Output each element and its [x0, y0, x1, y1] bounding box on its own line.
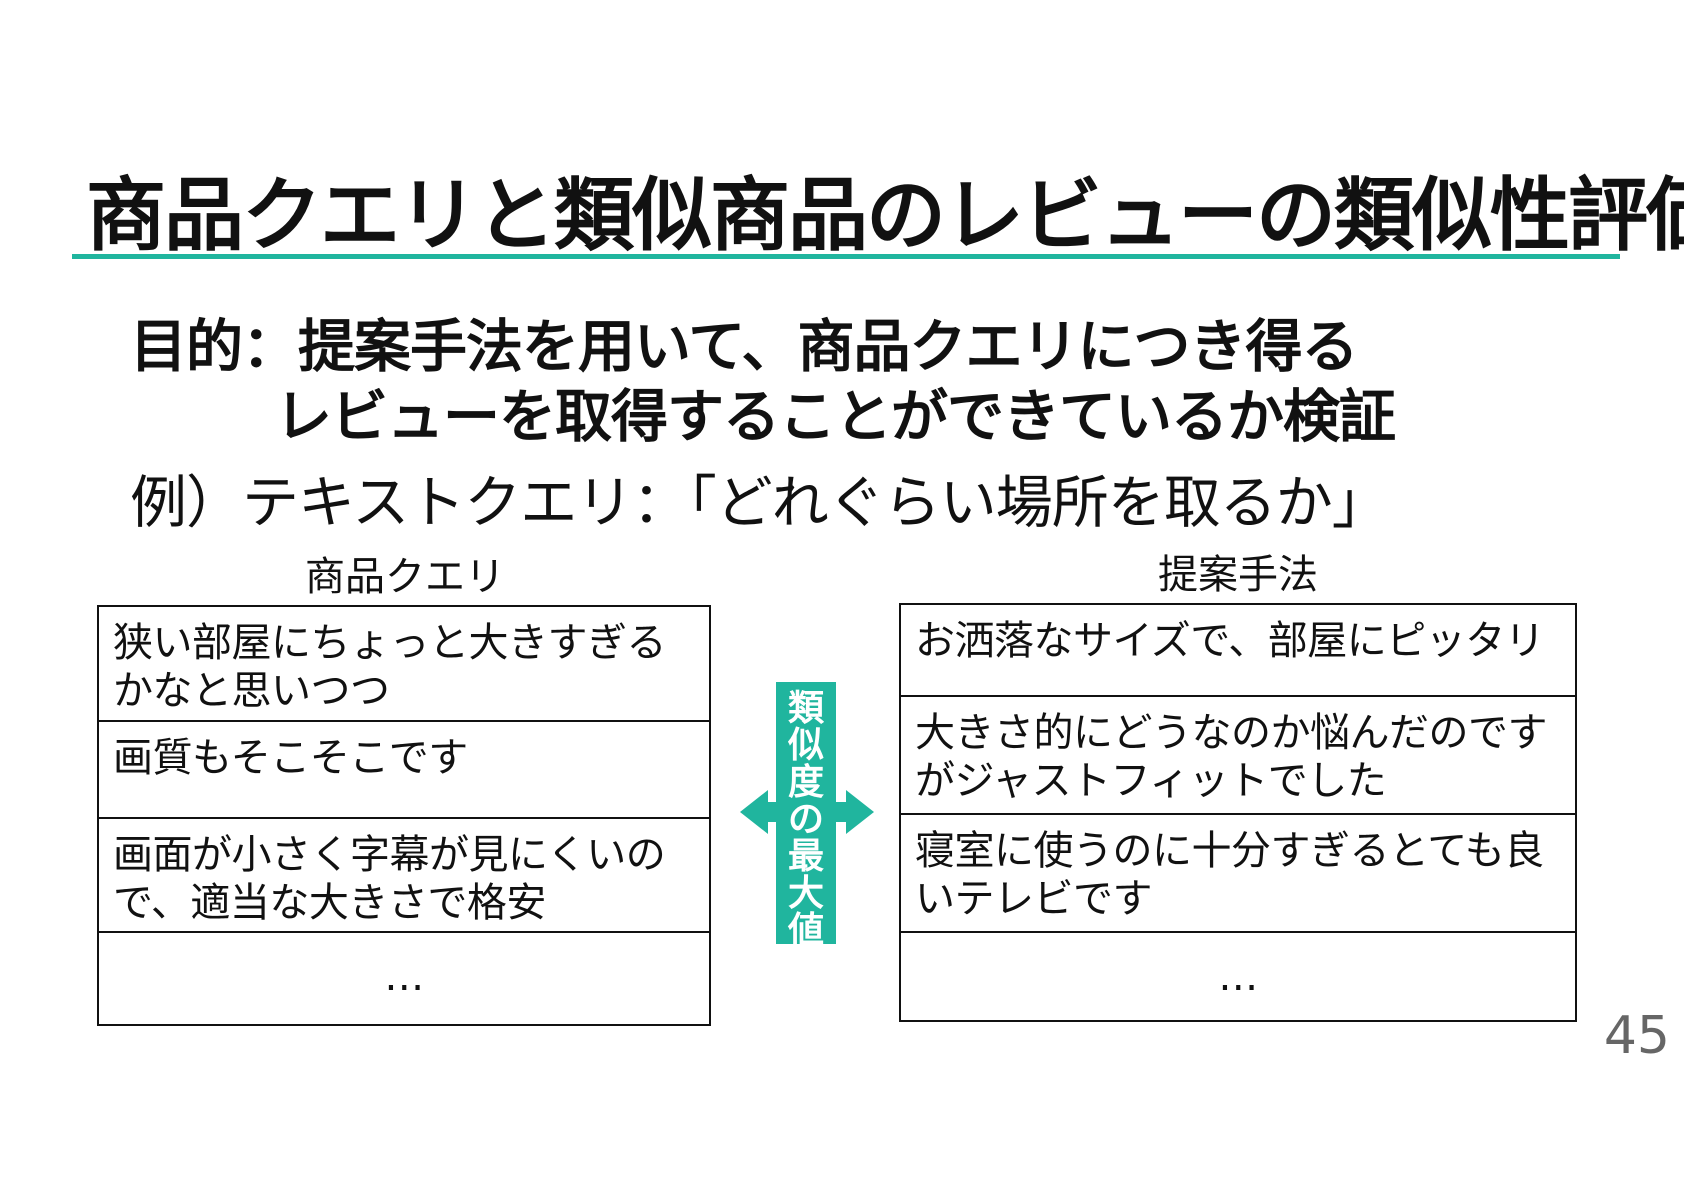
table-row-ellipsis: …: [1218, 954, 1258, 1000]
purpose-line-2: レビューを取得することができているか検証: [275, 384, 1396, 450]
similarity-label-char: 大: [787, 873, 824, 914]
table-row: 狭い部屋にちょっと大きすぎるかなと思いつつ: [99, 607, 709, 722]
proposed-method-table: お洒落なサイズで、部屋にピッタリ 大きさ的にどうなのか悩んだのですがジャストフィ…: [899, 603, 1577, 1022]
similarity-label-char: 類: [787, 688, 824, 729]
similarity-label-char: 度: [787, 762, 824, 803]
similarity-label-char: の: [787, 799, 824, 840]
similarity-label-char: 最: [787, 836, 824, 877]
product-query-table: 狭い部屋にちょっと大きすぎるかなと思いつつ 画質もそこそこです 画面が小さく字幕…: [97, 605, 711, 1026]
slide-title: 商品クエリと類似商品のレビューの類似性評価: [86, 169, 1684, 262]
table-row: 寝室に使うのに十分すぎるとても良いテレビです: [901, 815, 1575, 933]
title-underline: [72, 254, 1620, 259]
table-row: 大きさ的にどうなのか悩んだのですがジャストフィットでした: [901, 697, 1575, 815]
similarity-max-label: 類 似 度 の 最 大 値: [776, 682, 836, 949]
table-row: 画面が小さく字幕が見にくいので、適当な大きさで格安: [99, 819, 709, 933]
product-query-header: 商品クエリ: [305, 554, 505, 600]
purpose-line-1: 目的：提案手法を用いて、商品クエリにつき得る: [130, 314, 1358, 380]
similarity-label-char: 値: [787, 910, 824, 951]
purpose-text: 目的：提案手法を用いて、商品クエリにつき得る レビューを取得することができている…: [130, 312, 1396, 452]
proposed-method-header: 提案手法: [1158, 552, 1318, 598]
table-row: 画質もそこそこです: [99, 722, 709, 819]
page-number: 45: [1603, 1006, 1670, 1066]
similarity-label-char: 似: [787, 725, 824, 766]
example-query: 例）テキストクエリ：「どれぐらい場所を取るか」: [130, 470, 1389, 536]
table-row-ellipsis: …: [384, 954, 424, 1000]
table-row: お洒落なサイズで、部屋にピッタリ: [901, 605, 1575, 697]
